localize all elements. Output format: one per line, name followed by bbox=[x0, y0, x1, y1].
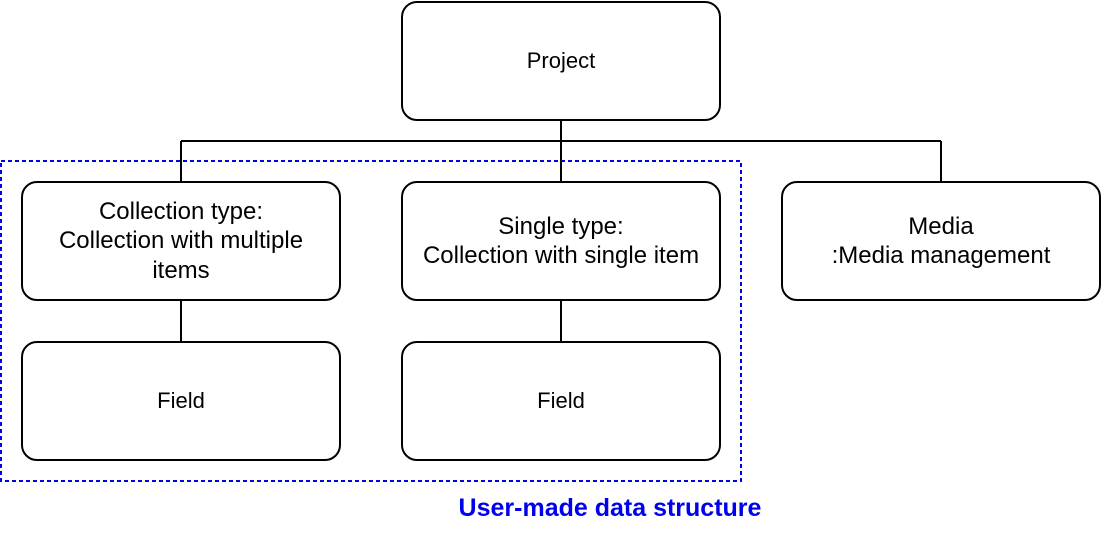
node-collection-type: Collection type: Collection with multipl… bbox=[21, 181, 341, 301]
group-caption: User-made data structure bbox=[458, 494, 762, 522]
node-single-type: Single type: Collection with single item bbox=[401, 181, 721, 301]
node-field-single-label: Field bbox=[537, 387, 585, 413]
tree-connectors bbox=[180, 121, 942, 341]
node-single-type-label: Single type: Collection with single item bbox=[422, 212, 700, 269]
node-field-collection: Field bbox=[21, 341, 341, 461]
node-project: Project bbox=[401, 1, 721, 121]
node-project-label: Project bbox=[526, 47, 596, 73]
node-media-label: Media :Media management bbox=[831, 212, 1051, 269]
node-field-single: Field bbox=[401, 341, 721, 461]
node-collection-type-label: Collection type: Collection with multipl… bbox=[58, 198, 304, 284]
user-made-group-border bbox=[0, 160, 742, 482]
node-media: Media :Media management bbox=[781, 181, 1101, 301]
node-field-collection-label: Field bbox=[157, 387, 205, 413]
